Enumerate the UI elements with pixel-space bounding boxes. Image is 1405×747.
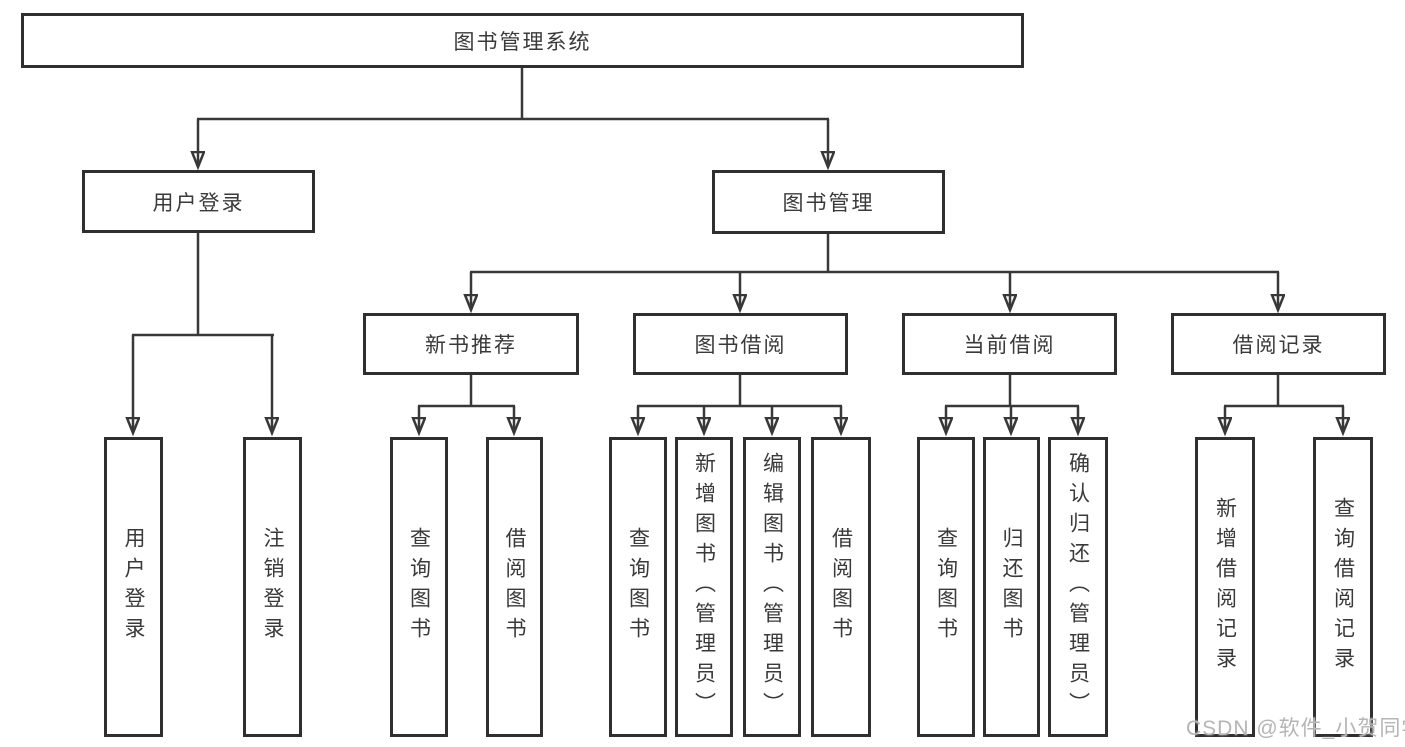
node-label: 图书管理系统: [453, 30, 592, 54]
node-label: 新书推荐: [425, 334, 517, 357]
node-label: 借阅图书: [503, 527, 526, 647]
node-label: 图书借阅: [694, 334, 787, 357]
node-label: 编辑图书（管理员）: [760, 452, 784, 722]
node-query-books-2: 查询图书: [609, 437, 667, 737]
node-label: 用户登录: [122, 527, 145, 647]
node-label: 注销登录: [261, 527, 284, 647]
node-label: 新增图书（管理员）: [692, 452, 716, 722]
node-query-borrow-record: 查询借阅记录: [1313, 437, 1373, 737]
node-label: 当前借阅: [963, 334, 1056, 357]
node-confirm-return-admin: 确认归还（管理员）: [1048, 437, 1108, 737]
node-current-borrowing: 当前借阅: [902, 313, 1117, 375]
node-label: 归还图书: [1000, 527, 1023, 647]
node-book-borrowing: 图书借阅: [633, 313, 848, 375]
node-label: 确认归还（管理员）: [1066, 452, 1090, 722]
node-borrow-records: 借阅记录: [1171, 313, 1386, 375]
node-label: 查询图书: [934, 527, 958, 647]
node-edit-book-admin: 编辑图书（管理员）: [743, 437, 801, 737]
node-borrow-books-1: 借阅图书: [486, 437, 543, 737]
node-label: 查询图书: [407, 527, 431, 647]
node-label: 查询图书: [626, 527, 650, 647]
node-query-books-3: 查询图书: [917, 437, 975, 737]
node-user-login-leaf: 用户登录: [104, 437, 163, 737]
node-query-books-1: 查询图书: [390, 437, 448, 737]
node-new-book-recommend: 新书推荐: [363, 313, 579, 375]
node-user-login: 用户登录: [82, 170, 315, 233]
node-return-book: 归还图书: [983, 437, 1040, 737]
node-add-borrow-record: 新增借阅记录: [1195, 437, 1255, 737]
node-label: 图书管理: [782, 192, 875, 215]
node-add-book-admin: 新增图书（管理员）: [675, 437, 733, 737]
node-label: 查询借阅记录: [1331, 497, 1355, 677]
node-borrow-books-2: 借阅图书: [811, 437, 871, 737]
node-logout: 注销登录: [243, 437, 302, 737]
node-label: 借阅记录: [1232, 334, 1325, 357]
csdn-watermark: CSDN @软件_小贺同学: [1186, 717, 1405, 740]
node-label: 用户登录: [152, 191, 245, 215]
node-label: 借阅图书: [829, 527, 853, 647]
node-label: 新增借阅记录: [1213, 497, 1237, 677]
node-book-management: 图书管理: [712, 170, 945, 234]
node-system-root: 图书管理系统: [21, 13, 1024, 68]
